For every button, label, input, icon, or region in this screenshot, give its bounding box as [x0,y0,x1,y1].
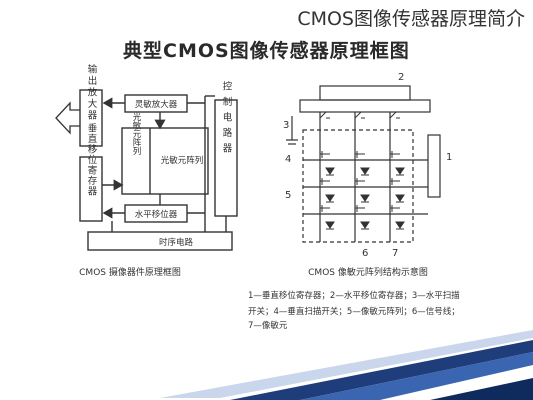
pixel-cell [390,151,405,176]
decorative-swoosh [160,330,533,400]
scan-switch [389,111,400,119]
pixel-cells [319,111,405,230]
vertical-shift-register-label: 垂直移位寄存器 [86,123,98,197]
vertical-shift-register-box [79,156,103,222]
pixel-cell [355,178,370,203]
photosensitive-array-inner-label: 光敏元阵列 [161,155,204,166]
block-labels: 输出放大器 垂直移位寄存器 光敏元阵列 控制电路器 [86,64,233,197]
array-label-2: 2 [398,72,404,83]
photosensitive-array-label: 光敏元阵列 [131,112,141,156]
timing-circuit-box [87,231,233,251]
array-label-7: 7 [392,248,398,259]
legend-line-1: 1—垂直移位寄存器；2—水平移位寄存器；3—水平扫描 [248,290,460,301]
output-amplifier-label: 输出放大器 [86,64,98,122]
scan-switch [319,111,330,119]
horizontal-shift-register-top [319,85,411,101]
main-title: 典型CMOS图像传感器原理框图 [123,40,410,62]
pixel-array [286,85,441,243]
sensitivity-amplifier-label: 灵敏放大器 [135,99,178,110]
array-label-3: 3 [283,120,289,131]
output-amplifier-box [79,89,103,147]
array-label-1: 1 [446,152,452,163]
pixel-cell [390,205,405,230]
corner-title: CMOS图像传感器原理简介 [297,8,525,30]
pixel-array-caption: CMOS 像敏元阵列结构示意图 [308,266,428,278]
vertical-shift-register-right [427,134,441,198]
pixel-cell [320,151,335,176]
horizontal-shift-register-label: 水平移位器 [135,209,178,220]
legend-line-3: 7—像敏元 [248,320,288,331]
legend-line-2: 开关；4—垂直扫描开关；5—像敏元阵列；6—信号线； [248,306,460,317]
pixel-cell [355,205,370,230]
pixel-cell [355,151,370,176]
pixel-cell [320,205,335,230]
block-diagram-caption: CMOS 摄像器件原理框图 [79,266,181,278]
pixel-array-border [302,129,414,243]
scan-switch [354,111,365,119]
pixel-cell [320,178,335,203]
array-label-6: 6 [362,248,368,259]
horizontal-switch-row [299,99,431,113]
control-circuit-label: 控制电路器 [221,81,233,159]
array-label-5: 5 [285,190,291,201]
array-label-4: 4 [285,154,291,165]
pixel-cell [390,178,405,203]
timing-circuit-label: 时序电路 [159,237,194,248]
block-diagram [55,89,238,251]
